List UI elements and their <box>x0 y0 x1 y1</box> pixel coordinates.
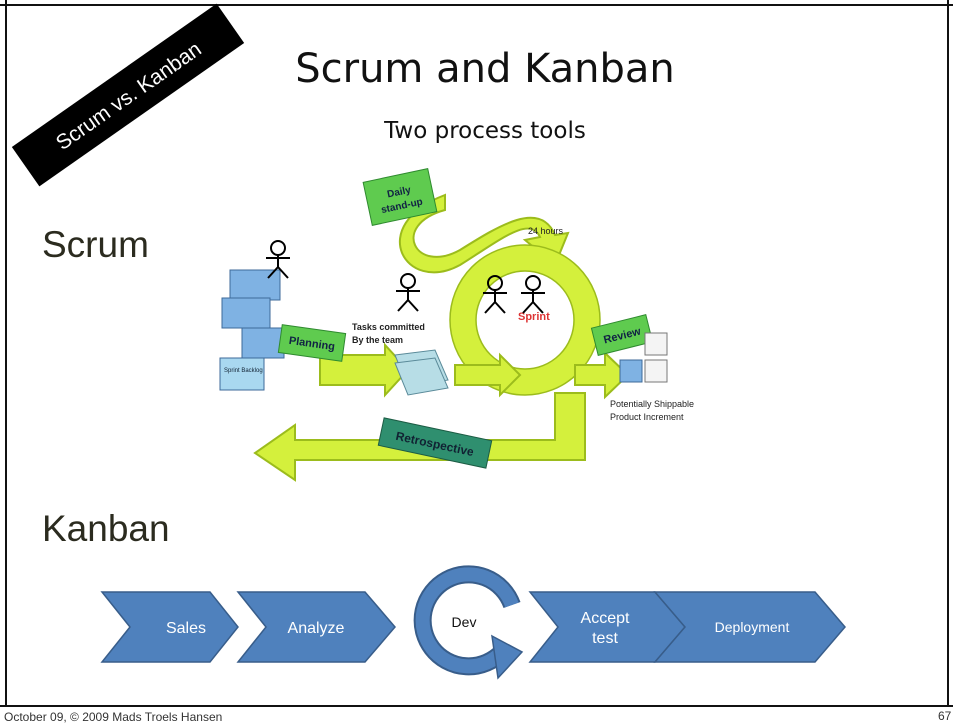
kanban-step-sales <box>100 591 239 663</box>
slide-title: Scrum and Kanban <box>295 46 675 92</box>
stick-figure-po <box>266 240 290 279</box>
banner-text: Scrum vs. Kanban <box>52 38 206 155</box>
backlog-block-4 <box>219 357 265 391</box>
hours-label: 24 hours <box>528 226 564 236</box>
kanban-step-sales-label: Sales <box>166 620 206 637</box>
increment-cube-blue <box>619 359 643 383</box>
to-sprint-arrow <box>454 352 522 398</box>
stick-figure-sm-2 <box>521 275 545 314</box>
shippable-label-1: Potentially Shippable <box>610 399 694 409</box>
tasks-label-1: Tasks committed <box>352 322 425 332</box>
daily-loop-arrow <box>399 193 570 274</box>
kanban-step-analyze-label: Analyze <box>288 620 345 637</box>
daily-standup-label: Daily <box>386 185 412 201</box>
sprint-label: Sprint <box>518 311 550 323</box>
page-number: 67 <box>938 709 952 723</box>
backlog-block-3 <box>241 327 285 359</box>
increment-cube-2 <box>644 359 668 383</box>
kanban-step-analyze <box>236 591 396 663</box>
banner-band <box>11 3 245 187</box>
kanban-step-deployment <box>653 591 846 663</box>
stick-figure-sm-1 <box>483 275 507 314</box>
corner-banner: Scrum vs. Kanban <box>11 3 245 187</box>
review-box <box>590 314 654 356</box>
slide-footer: October 09, © 2009 Mads Troels Hansen <box>4 710 223 724</box>
planning-box <box>277 324 347 362</box>
backlog-block-2 <box>221 297 271 329</box>
slide-subtitle: Two process tools <box>384 118 586 144</box>
sprint-circle <box>450 245 600 395</box>
kanban-flow: Sales Analyze Dev Accept test Deployment <box>100 565 846 680</box>
kanban-step-accept-label-1: Accept <box>581 610 630 627</box>
kanban-step-accept-label-2: test <box>592 630 618 647</box>
tasks-label-2: By the team <box>352 335 403 345</box>
backlog-label: Sprint Backlog <box>224 368 263 374</box>
increment-cube-1 <box>644 332 668 356</box>
kanban-heading: Kanban <box>42 508 170 549</box>
kanban-dev-arrowhead <box>491 634 524 680</box>
kanban-step-deployment-label: Deployment <box>715 619 790 635</box>
stick-figure-team <box>396 273 420 312</box>
to-review-arrow <box>574 350 630 400</box>
shippable-label-2: Product Increment <box>610 412 684 422</box>
daily-standup-box <box>362 168 438 226</box>
kanban-step-dev-label: Dev <box>452 614 477 630</box>
scrum-heading: Scrum <box>42 224 149 265</box>
kanban-step-accept-test <box>528 591 686 663</box>
retrospective-box <box>377 417 493 469</box>
scrum-diagram: Retrospective 24 hours Sprint Daily stan… <box>219 168 694 482</box>
